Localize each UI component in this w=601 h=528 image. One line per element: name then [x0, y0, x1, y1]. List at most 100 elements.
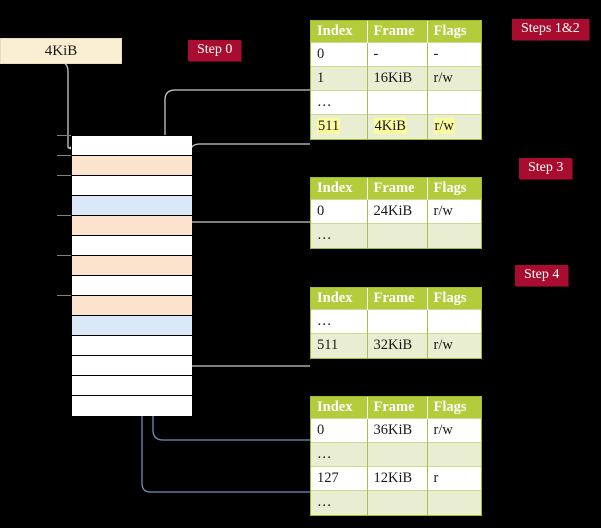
table-cell: 16KiB [367, 66, 428, 91]
memory-row-tick [57, 135, 71, 136]
memory-frame-row [72, 376, 192, 396]
memory-frame-row [72, 236, 192, 256]
table-cell: 0 [311, 199, 368, 224]
memory-frame-row [72, 156, 192, 176]
step-badge-label: Step 3 [528, 160, 564, 175]
highlighted-value: 511 [317, 118, 341, 135]
table-cell: … [311, 223, 368, 248]
memory-row-tick [57, 215, 71, 216]
table-cell: - [367, 42, 428, 67]
virtual-page-box: 4KiB [0, 38, 122, 64]
table-cell [427, 223, 481, 248]
memory-row-tick [57, 155, 71, 156]
step-badge-label: Steps 1&2 [521, 21, 580, 36]
highlighted-value: r/w [433, 118, 455, 135]
table-cell: - [427, 42, 481, 67]
table-row: … [311, 442, 481, 467]
table-cell [427, 442, 481, 467]
ellipsis: … [317, 94, 333, 110]
memory-row-tick [57, 255, 71, 256]
column-header-frame: Frame [367, 397, 428, 419]
step-badge-label: Step 0 [197, 42, 233, 57]
column-header-frame: Frame [367, 288, 428, 310]
column-header-flags: Flags [427, 397, 481, 419]
table-cell: 511 [311, 333, 368, 358]
step-badge-step4: Step 4 [515, 265, 569, 287]
virtual-page-label: 4KiB [44, 42, 78, 59]
ellipsis: … [317, 313, 333, 329]
table-cell: 511 [311, 114, 368, 139]
table-row: … [311, 223, 481, 248]
memory-frame-row [72, 136, 192, 156]
memory-frame-row [72, 176, 192, 196]
table-cell: 12KiB [367, 466, 428, 491]
table-row: … [311, 490, 481, 515]
table-cell: r/w [427, 418, 481, 443]
memory-frame-row [72, 296, 192, 316]
column-header-flags: Flags [427, 21, 481, 43]
table-cell: 4KiB [367, 114, 428, 139]
ellipsis: … [317, 227, 333, 244]
memory-frame-row [72, 356, 192, 376]
table-cell [367, 490, 428, 515]
memory-row-tick [57, 175, 71, 176]
table-cell [427, 90, 481, 115]
table-cell: r [427, 466, 481, 491]
table-cell [367, 223, 428, 248]
column-header-frame: Frame [367, 21, 428, 43]
table-cell: r/w [427, 66, 481, 91]
column-header-index: Index [311, 288, 368, 310]
memory-row-tick [57, 295, 71, 296]
table-cell: 24KiB [367, 199, 428, 224]
memory-frame-row [72, 216, 192, 236]
table-cell [427, 309, 481, 334]
memory-frame-row [72, 256, 192, 276]
step-badge-step3: Step 3 [519, 158, 573, 180]
table-cell: 36KiB [367, 418, 428, 443]
table-cell: … [311, 90, 368, 115]
table-cell: 32KiB [367, 333, 428, 358]
column-header-index: Index [311, 21, 368, 43]
column-header-flags: Flags [427, 178, 481, 200]
wire-t3-to-frame [165, 298, 310, 367]
memory-frame-row [72, 336, 192, 356]
wire-t1-to-frame [182, 143, 310, 154]
table-cell [427, 490, 481, 515]
physical-memory-column [71, 135, 192, 416]
table-cell: r/w [427, 199, 481, 224]
table-cell: 127 [311, 466, 368, 491]
table-cell: 0 [311, 418, 368, 443]
memory-frame-row [72, 196, 192, 216]
memory-frame-row [72, 396, 192, 416]
table-cell [367, 309, 428, 334]
table-cell: 1 [311, 66, 368, 91]
step-badge-steps-1-2: Steps 1&2 [512, 19, 589, 41]
column-header-index: Index [311, 178, 368, 200]
memory-frame-row [72, 276, 192, 296]
table-cell: … [311, 309, 368, 334]
memory-frame-row [72, 316, 192, 336]
table-cell: … [311, 490, 368, 515]
table-row: … [311, 309, 481, 334]
table-row: 511 4KiB r/w [311, 114, 481, 139]
ellipsis: … [317, 446, 333, 462]
table-cell: 0 [311, 42, 368, 67]
step-badge-step0: Step 0 [188, 40, 242, 62]
column-header-index: Index [311, 397, 368, 419]
table-row: … [311, 90, 481, 115]
step-badge-label: Step 4 [524, 267, 560, 282]
highlighted-value: 4KiB [373, 118, 407, 135]
